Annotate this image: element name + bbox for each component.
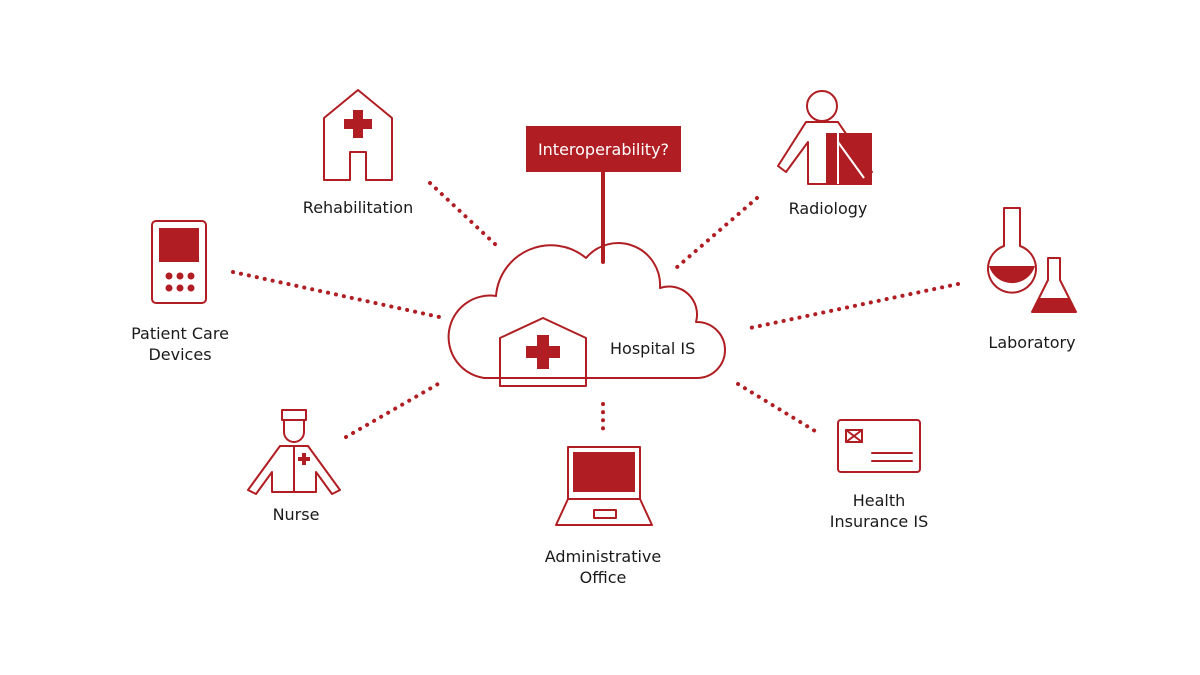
- patient-care-label-line1: Patient Care: [131, 324, 229, 343]
- connector-patient-care: [231, 270, 446, 320]
- nurse-icon: [247, 409, 341, 495]
- connector-health-insurance: [736, 382, 817, 433]
- xray-person-icon: [777, 90, 873, 185]
- node-administrative-office: Administrative Office: [545, 446, 661, 587]
- hospital-is-cloud: Hospital IS: [447, 242, 726, 387]
- radiology-label: Radiology: [789, 199, 868, 218]
- laboratory-label: Laboratory: [988, 333, 1075, 352]
- lab-flasks-icon: [987, 207, 1077, 313]
- connector-radiology: [674, 196, 759, 270]
- connector-nurse: [344, 382, 440, 439]
- admin-office-label-line2: Office: [580, 568, 627, 587]
- interoperability-label: Interoperability?: [538, 140, 669, 159]
- hospital-building-icon: [323, 89, 393, 181]
- node-patient-care-devices: Patient Care Devices: [131, 220, 229, 364]
- rehabilitation-label: Rehabilitation: [303, 198, 413, 217]
- connector-rehabilitation: [428, 181, 498, 247]
- cloud-icon: [447, 242, 726, 379]
- medical-device-icon: [151, 220, 207, 304]
- node-radiology: Radiology: [777, 90, 873, 218]
- hospital-is-label: Hospital IS: [610, 339, 695, 358]
- laptop-icon: [555, 446, 653, 526]
- node-rehabilitation: Rehabilitation: [303, 89, 413, 217]
- health-insurance-label-line2: Insurance IS: [830, 512, 928, 531]
- hospital-building-icon: [499, 317, 587, 387]
- interoperability-sign: Interoperability?: [526, 126, 681, 264]
- insurance-card-icon: [837, 419, 921, 473]
- connectors: [231, 181, 960, 439]
- node-nurse: Nurse: [247, 409, 341, 524]
- node-laboratory: Laboratory: [987, 207, 1077, 352]
- node-health-insurance: Health Insurance IS: [830, 419, 928, 531]
- sign-board: [526, 126, 681, 172]
- nurse-label: Nurse: [273, 505, 320, 524]
- patient-care-label-line2: Devices: [148, 345, 211, 364]
- admin-office-label-line1: Administrative: [545, 547, 661, 566]
- connector-laboratory: [748, 282, 960, 330]
- health-insurance-label-line1: Health: [853, 491, 906, 510]
